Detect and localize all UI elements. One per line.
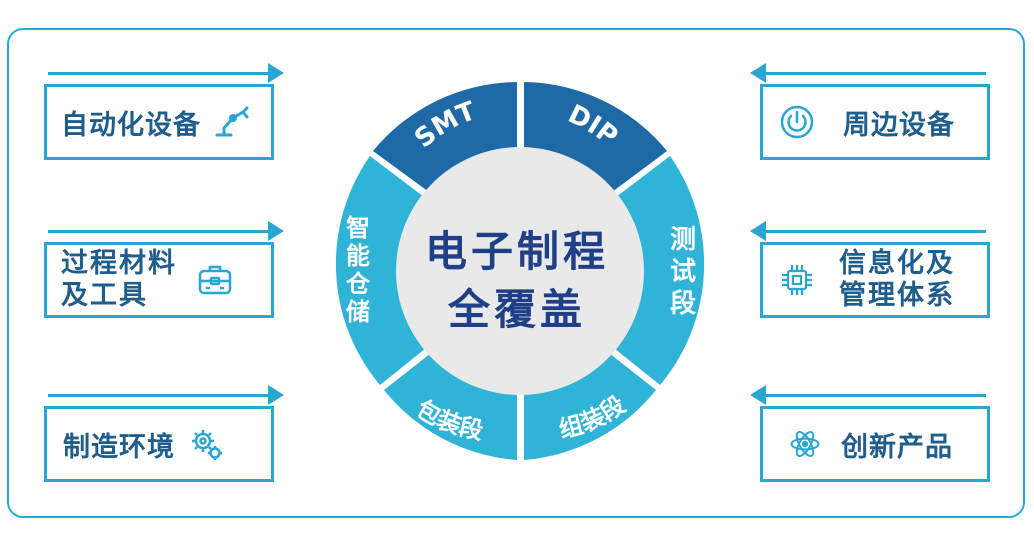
ring-label-char: 储 <box>346 298 370 326</box>
center-title-line1: 电子制程 <box>424 227 609 276</box>
box-label-line1: 过程材料 <box>61 248 177 279</box>
arrow-line <box>48 394 268 397</box>
ring-segment-dip <box>524 82 667 192</box>
arrow-line <box>48 72 268 75</box>
toolbox-icon <box>195 260 235 300</box>
ring-label-char: 测 <box>670 225 696 255</box>
center-title-line2: 全覆盖 <box>447 285 586 334</box>
atom-icon <box>787 426 823 462</box>
box-label-line2: 及工具 <box>61 280 148 311</box>
arrow-line <box>766 72 986 75</box>
ring-segment-assembly <box>524 346 656 460</box>
ring-label-char: 试 <box>670 257 696 287</box>
box-manufacturing-environment: 制造环境 <box>44 385 284 482</box>
arrow-head <box>750 221 766 241</box>
ring-label-test: 测试段 <box>670 225 696 319</box>
box-automation-equipment: 自动化设备 <box>44 63 284 160</box>
center-disc <box>396 147 644 395</box>
box-label-line2: 管理体系 <box>839 280 955 311</box>
ring-label-char: 段 <box>670 288 696 319</box>
power-icon <box>777 102 817 142</box>
box-label: 自动化设备 <box>61 109 201 141</box>
arrow-line <box>766 394 986 397</box>
chip-icon <box>777 260 817 300</box>
ring-label-char: 智 <box>346 214 370 242</box>
robot-arm-icon <box>211 102 251 142</box>
ring-label-char: 仓 <box>345 270 371 298</box>
box-info-management-system: 信息化及 管理体系 <box>750 221 990 318</box>
arrow-line <box>766 230 986 233</box>
box-label: 制造环境 <box>63 431 175 463</box>
box-label: 周边设备 <box>843 109 955 141</box>
arrow-head <box>750 385 766 405</box>
ring-segment-packaging <box>384 346 517 460</box>
box-label-line1: 信息化及 <box>839 248 955 279</box>
arrow-head <box>268 63 284 83</box>
box-peripheral-equipment: 周边设备 <box>750 63 990 160</box>
arrow-line <box>48 230 268 233</box>
ring-segment-smt <box>373 82 517 192</box>
arrow-head <box>750 63 766 83</box>
box-innovative-products: 创新产品 <box>750 385 990 482</box>
box-process-materials-tools: 过程材料 及工具 <box>44 221 284 318</box>
gears-icon <box>187 424 227 464</box>
arrow-head <box>268 221 284 241</box>
arrow-head <box>268 385 284 405</box>
box-label: 创新产品 <box>841 431 953 463</box>
ring-label-char: 能 <box>346 242 370 270</box>
